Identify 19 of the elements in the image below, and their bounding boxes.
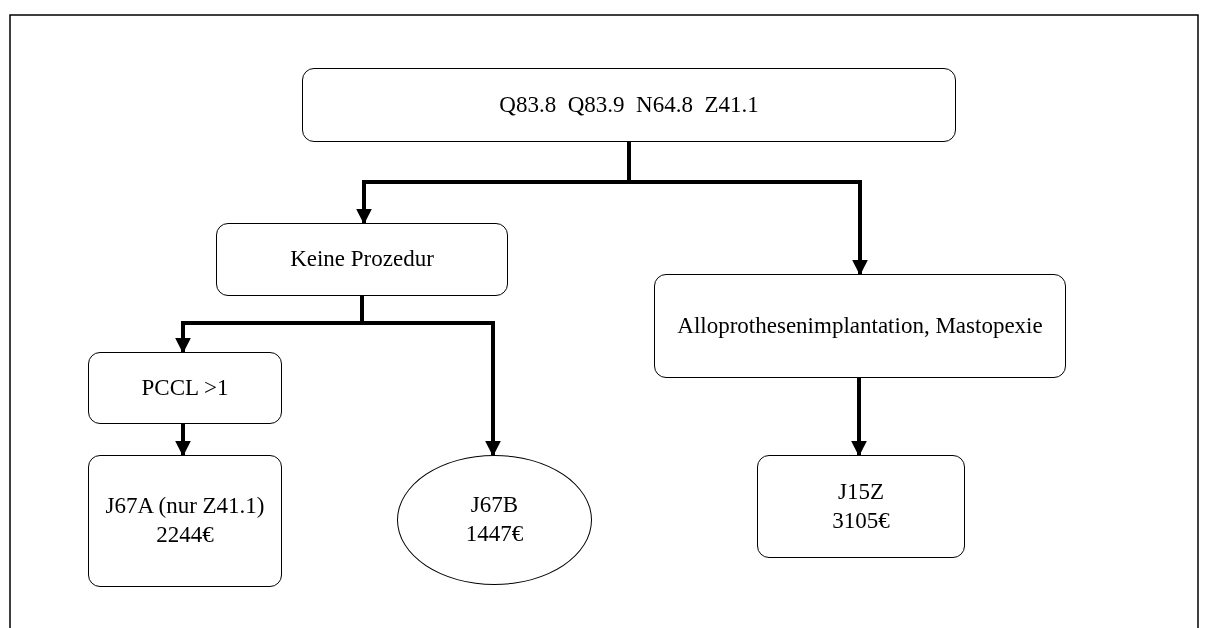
arrow — [851, 378, 867, 457]
process-box — [302, 68, 956, 142]
arrow — [627, 142, 868, 276]
node-label: Q83.8 Q83.9 N64.8 Z41.1 — [499, 90, 759, 119]
node-label: 2244€ — [156, 521, 214, 549]
process-box — [654, 274, 1066, 378]
node-label: J15Z — [838, 477, 884, 506]
process-box — [88, 455, 282, 587]
node-label: 3105€ — [832, 506, 890, 535]
node-label: Keine Prozedur — [290, 245, 434, 274]
node-label: 1447€ — [465, 520, 524, 548]
arrow — [175, 424, 191, 457]
process-box — [88, 352, 282, 424]
node-label: J67B — [470, 491, 519, 520]
process-box — [216, 223, 508, 296]
node-label: J67A (nur Z41.1) — [105, 492, 265, 521]
node-label: PCCL >1 — [141, 373, 229, 402]
node-label: Alloprothesenimplantation, Mastopexie — [677, 311, 1043, 340]
process-box — [757, 455, 965, 558]
